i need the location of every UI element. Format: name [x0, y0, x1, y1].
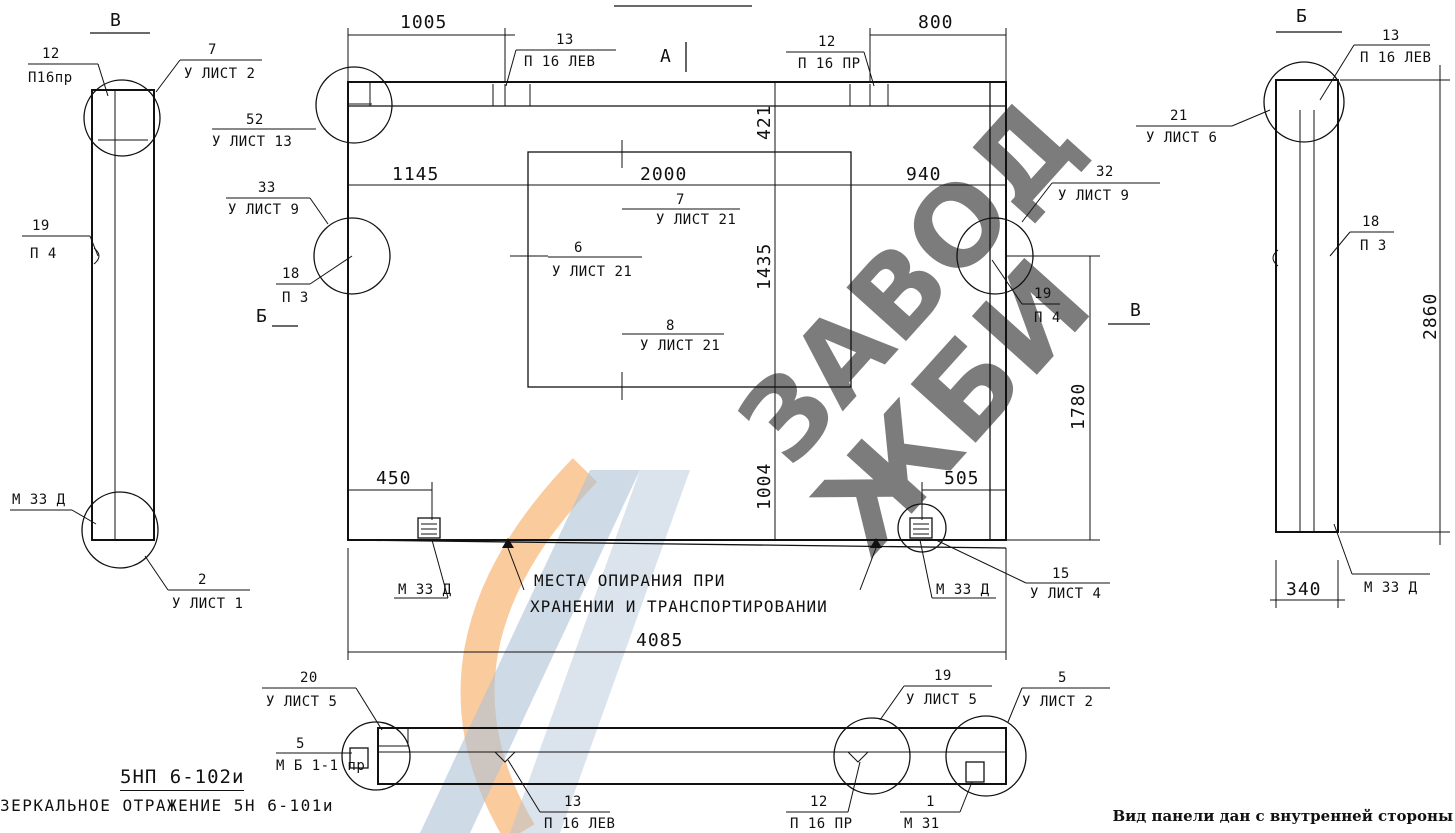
dim-940: 940 [906, 164, 942, 185]
dim-1145: 1145 [392, 164, 439, 185]
dim-505: 505 [944, 468, 980, 489]
callout-5b-txt: М Б 1-1 пр [276, 758, 365, 774]
callout-18b-num: 18 [1362, 214, 1380, 230]
callout-52-num: 52 [246, 112, 264, 128]
callout-52-txt: У ЛИСТ 13 [212, 134, 292, 150]
callout-18a-txt: П 3 [282, 290, 309, 306]
callout-19a-txt: П 4 [30, 246, 57, 262]
dim-4085: 4085 [636, 630, 683, 651]
callout-32-num: 32 [1096, 164, 1114, 180]
callout-19b-num: 19 [1034, 286, 1052, 302]
callout-13c-txt: П 16 ЛЕВ [544, 816, 615, 832]
callout-20-txt: У ЛИСТ 5 [266, 694, 337, 710]
callout-m33d: М 33 Д [1364, 580, 1418, 596]
callout-32-txt: У ЛИСТ 9 [1058, 188, 1129, 204]
callout-6-num: 6 [574, 240, 583, 256]
callout-18a-num: 18 [282, 266, 300, 282]
drawing-mirror-note: ЗЕРКАЛЬНОЕ ОТРАЖЕНИЕ 5Н 6-101и [0, 796, 334, 815]
callout-15-num: 15 [1052, 566, 1070, 582]
support-note-1: МЕСТА ОПИРАНИЯ ПРИ [534, 571, 725, 590]
callout-12c-num: 12 [810, 794, 828, 810]
callout-33-num: 33 [258, 180, 276, 196]
callout-13a-num: 13 [556, 32, 574, 48]
dim-340: 340 [1286, 579, 1322, 600]
callout-19b-txt: П 4 [1034, 310, 1061, 326]
dim-450: 450 [376, 468, 412, 489]
section-b: Б 2860 340 13 П 16 ЛЕВ 21 У ЛИСТ 6 18 П … [1136, 6, 1450, 608]
section-b-label: Б [1296, 6, 1308, 27]
callout-5b-num: 5 [296, 736, 305, 752]
callout-18b-txt: П 3 [1360, 238, 1387, 254]
dim-2860: 2860 [1420, 293, 1441, 340]
callout-m33a: М 33 Д [12, 492, 66, 508]
callout-7-txt: У ЛИСТ 2 [184, 66, 255, 82]
section-v: В 12 П16пр 7 У ЛИСТ 2 19 П 4 М 33 Д 2 У … [10, 10, 262, 612]
section-b-mark: Б [256, 306, 268, 327]
callout-13b-txt: П 16 ЛЕВ [1360, 50, 1431, 66]
section-a-label: А [660, 46, 672, 67]
callout-8-txt: У ЛИСТ 21 [640, 338, 720, 354]
view-caption: Вид панели дан с внутренней стороны [1112, 807, 1453, 825]
support-note-2: ХРАНЕНИИ И ТРАНСПОРТИРОВАНИИ [530, 597, 828, 616]
main-elevation: 1005 800 421 1145 2000 940 1435 1004 178… [212, 12, 1160, 660]
callout-12c-txt: П 16 ПР [790, 816, 853, 832]
dim-421: 421 [754, 104, 775, 140]
callout-20-num: 20 [300, 670, 318, 686]
callout-5a-num: 5 [1058, 670, 1067, 686]
callout-2-num: 2 [198, 572, 207, 588]
callout-1-num: 1 [926, 794, 935, 810]
callout-12a-num: 12 [42, 46, 60, 62]
dim-1004: 1004 [754, 463, 775, 510]
callout-m33c: М 33 Д [936, 582, 990, 598]
callout-19c-txt: У ЛИСТ 5 [906, 692, 977, 708]
callout-5a-txt: У ЛИСТ 2 [1022, 694, 1093, 710]
dim-1005: 1005 [400, 12, 447, 33]
dim-1780: 1780 [1068, 383, 1089, 430]
callout-13c-num: 13 [564, 794, 582, 810]
callout-12b-txt: П 16 ПР [798, 56, 861, 72]
callout-21-txt: У ЛИСТ 6 [1146, 130, 1217, 146]
callout-33-txt: У ЛИСТ 9 [228, 202, 299, 218]
callout-12a-txt: П16пр [28, 70, 73, 86]
callout-13a-txt: П 16 ЛЕВ [524, 54, 595, 70]
callout-6-txt: У ЛИСТ 21 [552, 264, 632, 280]
callout-7-num: 7 [208, 42, 217, 58]
callout-19c-num: 19 [934, 668, 952, 684]
callout-19a-num: 19 [32, 218, 50, 234]
dim-1435: 1435 [754, 243, 775, 290]
callout-7b-txt: У ЛИСТ 21 [656, 212, 736, 228]
callout-2-txt: У ЛИСТ 1 [172, 596, 243, 612]
dim-2000: 2000 [640, 164, 687, 185]
callout-15-txt: У ЛИСТ 4 [1030, 586, 1101, 602]
callout-8-num: 8 [666, 318, 675, 334]
bottom-view: 20 У ЛИСТ 5 19 У ЛИСТ 5 5 У ЛИСТ 2 5 М Б… [262, 668, 1110, 832]
watermark: ЗАВОД ЖБИ [420, 76, 1118, 833]
callout-12b-num: 12 [818, 34, 836, 50]
callout-1-txt: М 31 [904, 816, 940, 832]
callout-7b-num: 7 [676, 192, 685, 208]
callout-m33b: М 33 Д [398, 582, 452, 598]
section-v-mark: В [1130, 300, 1142, 321]
section-v-label: В [110, 10, 122, 31]
callout-21-num: 21 [1170, 108, 1188, 124]
callout-13b-num: 13 [1382, 28, 1400, 44]
drawing-title-code: 5НП 6-102и [120, 766, 245, 791]
dim-800: 800 [918, 12, 954, 33]
